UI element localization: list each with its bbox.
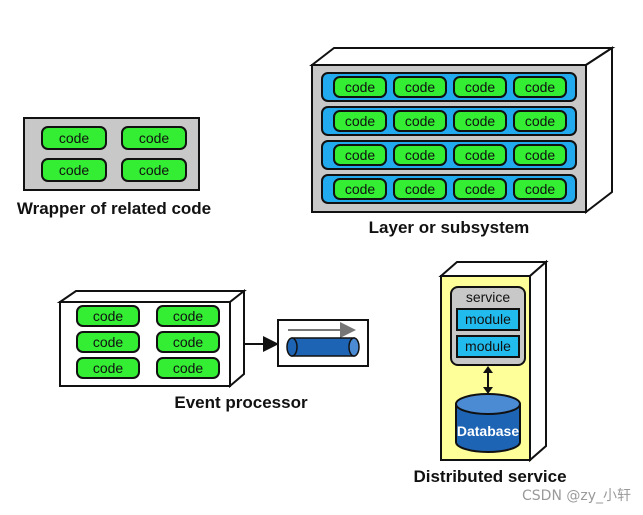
code-label: code — [345, 113, 376, 129]
code-label: code — [345, 147, 376, 163]
code-label: code — [525, 181, 556, 197]
code-label: code — [525, 79, 556, 95]
layer-code-block — [453, 178, 507, 200]
layer-code-block — [393, 110, 447, 132]
code-label: code — [59, 162, 90, 178]
event-code-block — [76, 357, 140, 379]
layer-group: code code code code code code code code code code… — [309, 46, 616, 237]
service-box-top — [438, 261, 549, 277]
code-label: code — [405, 79, 436, 95]
distributed-caption: Distributed service — [413, 467, 566, 486]
queue-cylinder — [286, 337, 360, 357]
watermark: CSDN @zy_小轩 — [522, 488, 631, 504]
code-label: code — [93, 360, 124, 376]
wrapper-group: code code code code Wrapper of related c… — [17, 117, 211, 218]
event-code-block — [156, 305, 220, 327]
event-box-side — [229, 288, 245, 389]
event-caption: Event processor — [174, 393, 308, 412]
code-label: code — [59, 130, 90, 146]
event-code-block — [156, 357, 220, 379]
code-label: code — [173, 308, 204, 324]
wrapper-code-block: code — [121, 126, 187, 150]
layer-code-block — [513, 76, 567, 98]
event-code-block — [76, 305, 140, 327]
database-cylinder — [455, 393, 521, 453]
event-code-block — [76, 331, 140, 353]
code-label: code — [465, 181, 496, 197]
layer-box-top — [309, 47, 616, 66]
code-label: code — [93, 334, 124, 350]
wrapper-code-block: code — [41, 126, 107, 150]
layer-code-block — [453, 76, 507, 98]
service-box-side — [529, 259, 547, 463]
module-block: module — [456, 335, 520, 358]
layer-code-block — [453, 144, 507, 166]
layer-code-block — [393, 178, 447, 200]
layer-box-side — [585, 46, 613, 215]
code-label: code — [405, 147, 436, 163]
event-code-block — [156, 331, 220, 353]
service-label: service — [466, 289, 511, 305]
database-label: Database — [457, 423, 519, 439]
code-label: code — [173, 360, 204, 376]
layer-code-block — [333, 76, 387, 98]
code-label: code — [465, 113, 496, 129]
service-db-arrow — [483, 366, 493, 394]
distributed-service-group: service module module Database Distribut… — [413, 259, 567, 486]
event-processor-group: code code code code code code Event processor — [56, 288, 369, 412]
layer-code-block — [513, 110, 567, 132]
code-label: code — [465, 147, 496, 163]
code-label: code — [345, 181, 376, 197]
code-label: code — [345, 79, 376, 95]
code-label: code — [405, 113, 436, 129]
code-label: code — [525, 147, 556, 163]
code-label: code — [405, 181, 436, 197]
module-block: module — [456, 308, 520, 331]
code-label: code — [139, 162, 170, 178]
code-label: code — [173, 334, 204, 350]
layer-code-block — [393, 144, 447, 166]
module-label: module — [465, 311, 511, 327]
wrapper-caption: Wrapper of related code — [17, 199, 211, 218]
event-box-top — [56, 290, 247, 303]
wrapper-code-block: code — [41, 158, 107, 182]
module-label: module — [465, 338, 511, 354]
code-label: code — [139, 130, 170, 146]
layer-code-block — [333, 144, 387, 166]
layer-caption: Layer or subsystem — [369, 218, 530, 237]
layer-code-block — [453, 110, 507, 132]
layer-code-block — [513, 178, 567, 200]
wrapper-code-block: code — [121, 158, 187, 182]
layer-code-block — [333, 178, 387, 200]
layer-code-block — [333, 110, 387, 132]
layer-code-block — [513, 144, 567, 166]
code-label: code — [525, 113, 556, 129]
code-label: code — [465, 79, 496, 95]
code-label: code — [93, 308, 124, 324]
layer-code-block — [393, 76, 447, 98]
